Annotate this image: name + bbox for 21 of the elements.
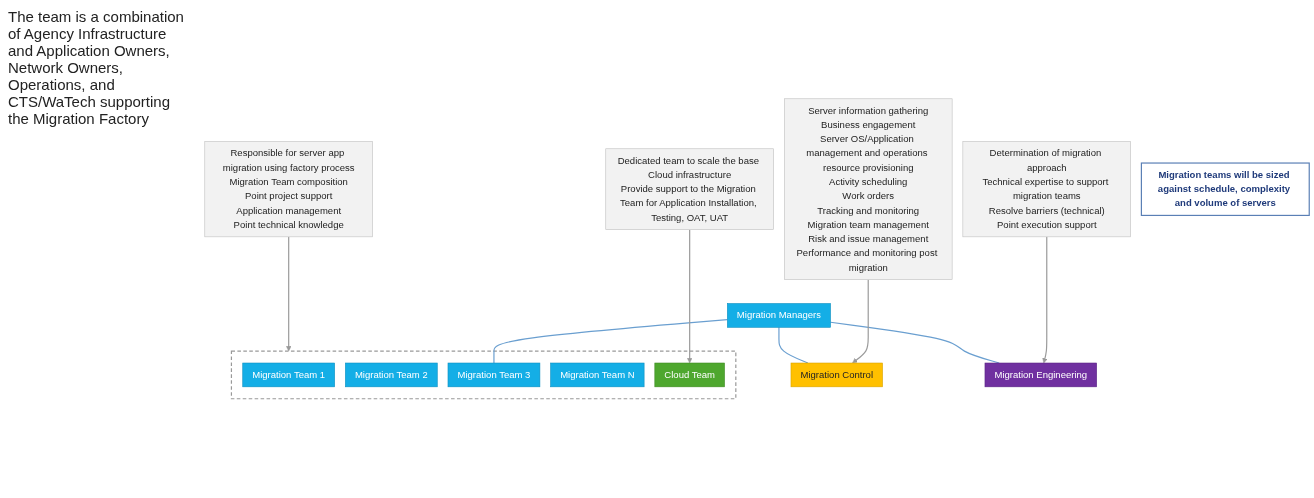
node-box: Migration Engineering: [984, 362, 1097, 388]
arrow: [1042, 236, 1048, 364]
arrow: [286, 236, 292, 352]
node-box: Migration teams will be sized against schedule, complexity and volume of servers: [1140, 162, 1310, 217]
node-box: Migration Team 3: [447, 362, 541, 388]
node-box: Migration Team 2: [345, 362, 438, 388]
node-box: Migration Managers: [727, 303, 831, 328]
node-box: Determination of migration approach Technical expertise to support migration teams Resolve barriers (technical) Point execution support: [962, 141, 1131, 238]
note-text: The team is a combination of Agency Infrastructure and Application Owners, Network Owners, Operations, and CTS/WaTech supporting the Migration Factory: [8, 8, 185, 127]
node-box: Migration Control: [790, 362, 883, 388]
node-box: Dedicated team to scale the base Cloud infrastructure Provide support to the Migration Team for Application Installation, Testing, OAT, UAT: [605, 148, 774, 231]
node-box: Migration Team N: [550, 362, 645, 388]
node-box: Responsible for server app migration using factory process Migration Team composition Point project support Application management Point technical knowledge: [204, 141, 373, 238]
node-box: Migration Team 1: [242, 362, 335, 388]
node-box: Server information gathering Business engagement Server OS/Application management and operations resource provisioning Activity scheduling Work orders Tracking and monitoring Migration team management Risk and issue management Performance and monitoring post migration: [784, 98, 953, 281]
connector: [778, 326, 809, 364]
node-box: Cloud Team: [654, 362, 725, 388]
cluster: [230, 350, 737, 400]
arrow: [852, 279, 869, 364]
connector: [493, 319, 728, 364]
arrow: [687, 229, 693, 364]
